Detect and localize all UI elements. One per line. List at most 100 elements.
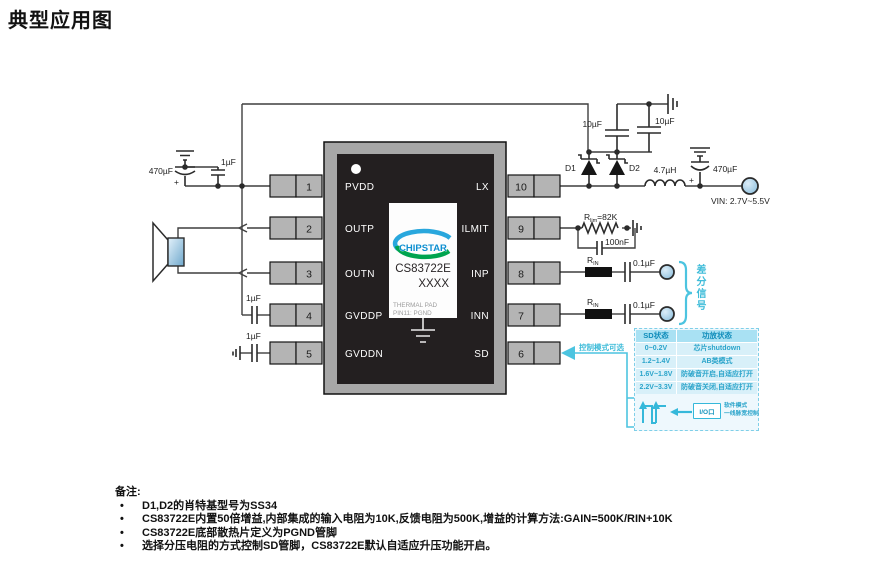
inductor-value: 4.7µH: [654, 165, 677, 175]
pin-name-lx: LX: [476, 182, 489, 193]
pin-name-sd: SD: [474, 349, 489, 360]
table-cell: 1.6V~1.8V: [636, 369, 676, 381]
ground-icon: [632, 220, 642, 236]
pin-3: 3: [269, 261, 323, 285]
diode-icon: [609, 160, 625, 175]
cap-value: 10µF: [655, 116, 675, 126]
table-cell: 芯片shutdown: [677, 343, 757, 355]
schottky-d2: D2: [606, 152, 640, 186]
note-item: •选择分压电阻的方式控制SD管脚，CS83722E默认自适应升压功能开启。: [120, 540, 497, 552]
svg-text:9: 9: [518, 224, 524, 236]
pgnd-ground-icon: [411, 318, 435, 343]
sd-control-annotation: 控制模式可选: [561, 342, 634, 428]
note-item: •CS83722E底部散热片定义为PGND管脚: [120, 526, 337, 539]
ground-icon: [690, 147, 710, 157]
rin-label: RIN: [587, 297, 599, 309]
polarity-plus: +: [689, 175, 694, 185]
pin-6: 6: [507, 341, 561, 365]
note-item: •D1,D2的肖特基型号为SS34: [120, 499, 278, 512]
pin-name-inn: INN: [471, 311, 489, 322]
decoupling-cap-pvdd: 1µF: [211, 157, 236, 186]
diode-icon: [581, 160, 597, 175]
io-port-label: I/O口: [699, 409, 715, 416]
polarity-plus: +: [174, 177, 179, 187]
software-mode-label: 软件模式 一线脉宽控制: [724, 403, 759, 417]
chip-center-label: CHIPSTAR CS83722E XXXX THERMAL PAD PIN11…: [389, 203, 457, 318]
pulse-control-area: I/O口 软件模式 一线脉宽控制: [636, 395, 759, 429]
terminal-icon: [659, 306, 675, 322]
cap-value: 470µF: [713, 164, 737, 174]
pin-name-gvddn: GVDDN: [345, 349, 383, 360]
input-inp: RIN 0.1µF: [585, 255, 675, 282]
cap-value: 10µF: [582, 119, 602, 129]
ground-icon: [232, 346, 241, 360]
pin-name-pvdd: PVDD: [345, 182, 374, 193]
inductor: 4.7µH: [644, 165, 686, 187]
vin-terminal: VIN: 2.7V~5.5V: [711, 177, 770, 206]
sd-control-label: 控制模式可选: [579, 342, 624, 352]
left-arrow-icon: [670, 408, 678, 416]
svg-text:5: 5: [306, 349, 312, 361]
bulk-cap-pvdd: 470µF +: [149, 150, 196, 187]
svg-text:4: 4: [306, 311, 312, 323]
speaker: [152, 221, 185, 283]
pin-2: 2: [269, 216, 323, 240]
cap-gvddn: 1µF: [232, 331, 261, 362]
sd-table-header-amp: 功放状态: [677, 330, 757, 342]
diff-signal-brace: [678, 260, 693, 326]
lot-code: XXXX: [418, 278, 449, 290]
pin-name-inp: INP: [471, 269, 489, 280]
thermal-pad-line2: PIN11: PGND: [393, 310, 432, 317]
logo-swoosh-blue-icon: [392, 228, 452, 251]
cap-value: 470µF: [149, 166, 173, 176]
svg-text:2: 2: [306, 224, 312, 236]
label-sticker: [389, 203, 457, 318]
svg-text:6: 6: [518, 349, 524, 361]
rlim-label: Rlim=82K: [584, 212, 618, 224]
input-inn: RIN 0.1µF: [585, 297, 675, 324]
pin-name-outp: OUTP: [345, 224, 374, 235]
table-cell: 2.2V~3.3V: [636, 382, 676, 394]
terminal-icon: [741, 177, 759, 195]
rin-label: RIN: [587, 255, 599, 267]
ground-icon: [667, 94, 678, 114]
rin-resistor-icon: [585, 309, 612, 319]
cap-gvddp: 1µF: [246, 293, 261, 324]
pin-name-gvddp: GVDDP: [345, 311, 383, 322]
cap-value: 1µF: [246, 293, 261, 303]
cap-value: 100nF: [605, 237, 629, 247]
ic-pins: 1 2 3 4 5 10 9 8 7 6: [269, 174, 561, 365]
table-cell: 防破音开启,自适应打开: [677, 369, 757, 381]
part-number: CS83722E: [395, 263, 451, 275]
ic-package: PVDD OUTP OUTN GVDDP GVDDN LX ILMIT INP …: [323, 141, 507, 395]
bootstrap-cap-2: 10µF: [637, 94, 678, 152]
speaker-magnet: [167, 237, 185, 267]
pin-5: 5: [269, 341, 323, 365]
pin-10: 10: [507, 174, 561, 198]
notes-section: 备注: •D1,D2的肖特基型号为SS34 •CS83722E内置50倍增益,内…: [115, 486, 890, 554]
pin-7: 7: [507, 303, 561, 327]
sd-table-header-state: SD状态: [636, 330, 676, 342]
wires: [177, 103, 742, 354]
speaker-cone: [152, 221, 169, 283]
svg-text:8: 8: [518, 269, 524, 281]
junction-dots: [182, 101, 703, 231]
bootstrap-cap-1: 10µF: [582, 104, 629, 152]
diff-signal-label: 差分信号: [694, 264, 705, 312]
logo-text: CHIPSTAR: [399, 243, 447, 254]
notes-heading: 备注:: [115, 486, 141, 498]
table-cell: 0~0.2V: [636, 343, 676, 355]
circuit-diagram: 470µF + 1µF 1µF 1µF D1: [149, 94, 770, 428]
pin-name-outn: OUTN: [345, 269, 375, 280]
cap-value: 1µF: [246, 331, 261, 341]
svg-text:10: 10: [515, 182, 527, 194]
cap-value: 0.1µF: [633, 300, 655, 310]
resistor-icon: [581, 220, 619, 236]
svg-text:1: 1: [306, 182, 312, 194]
pin-9: 9: [507, 216, 561, 240]
page-title: 典型应用图: [8, 10, 113, 32]
thermal-pad-line1: THERMAL PAD: [393, 302, 438, 309]
svg-text:7: 7: [518, 311, 524, 323]
d2-label: D2: [629, 163, 640, 173]
